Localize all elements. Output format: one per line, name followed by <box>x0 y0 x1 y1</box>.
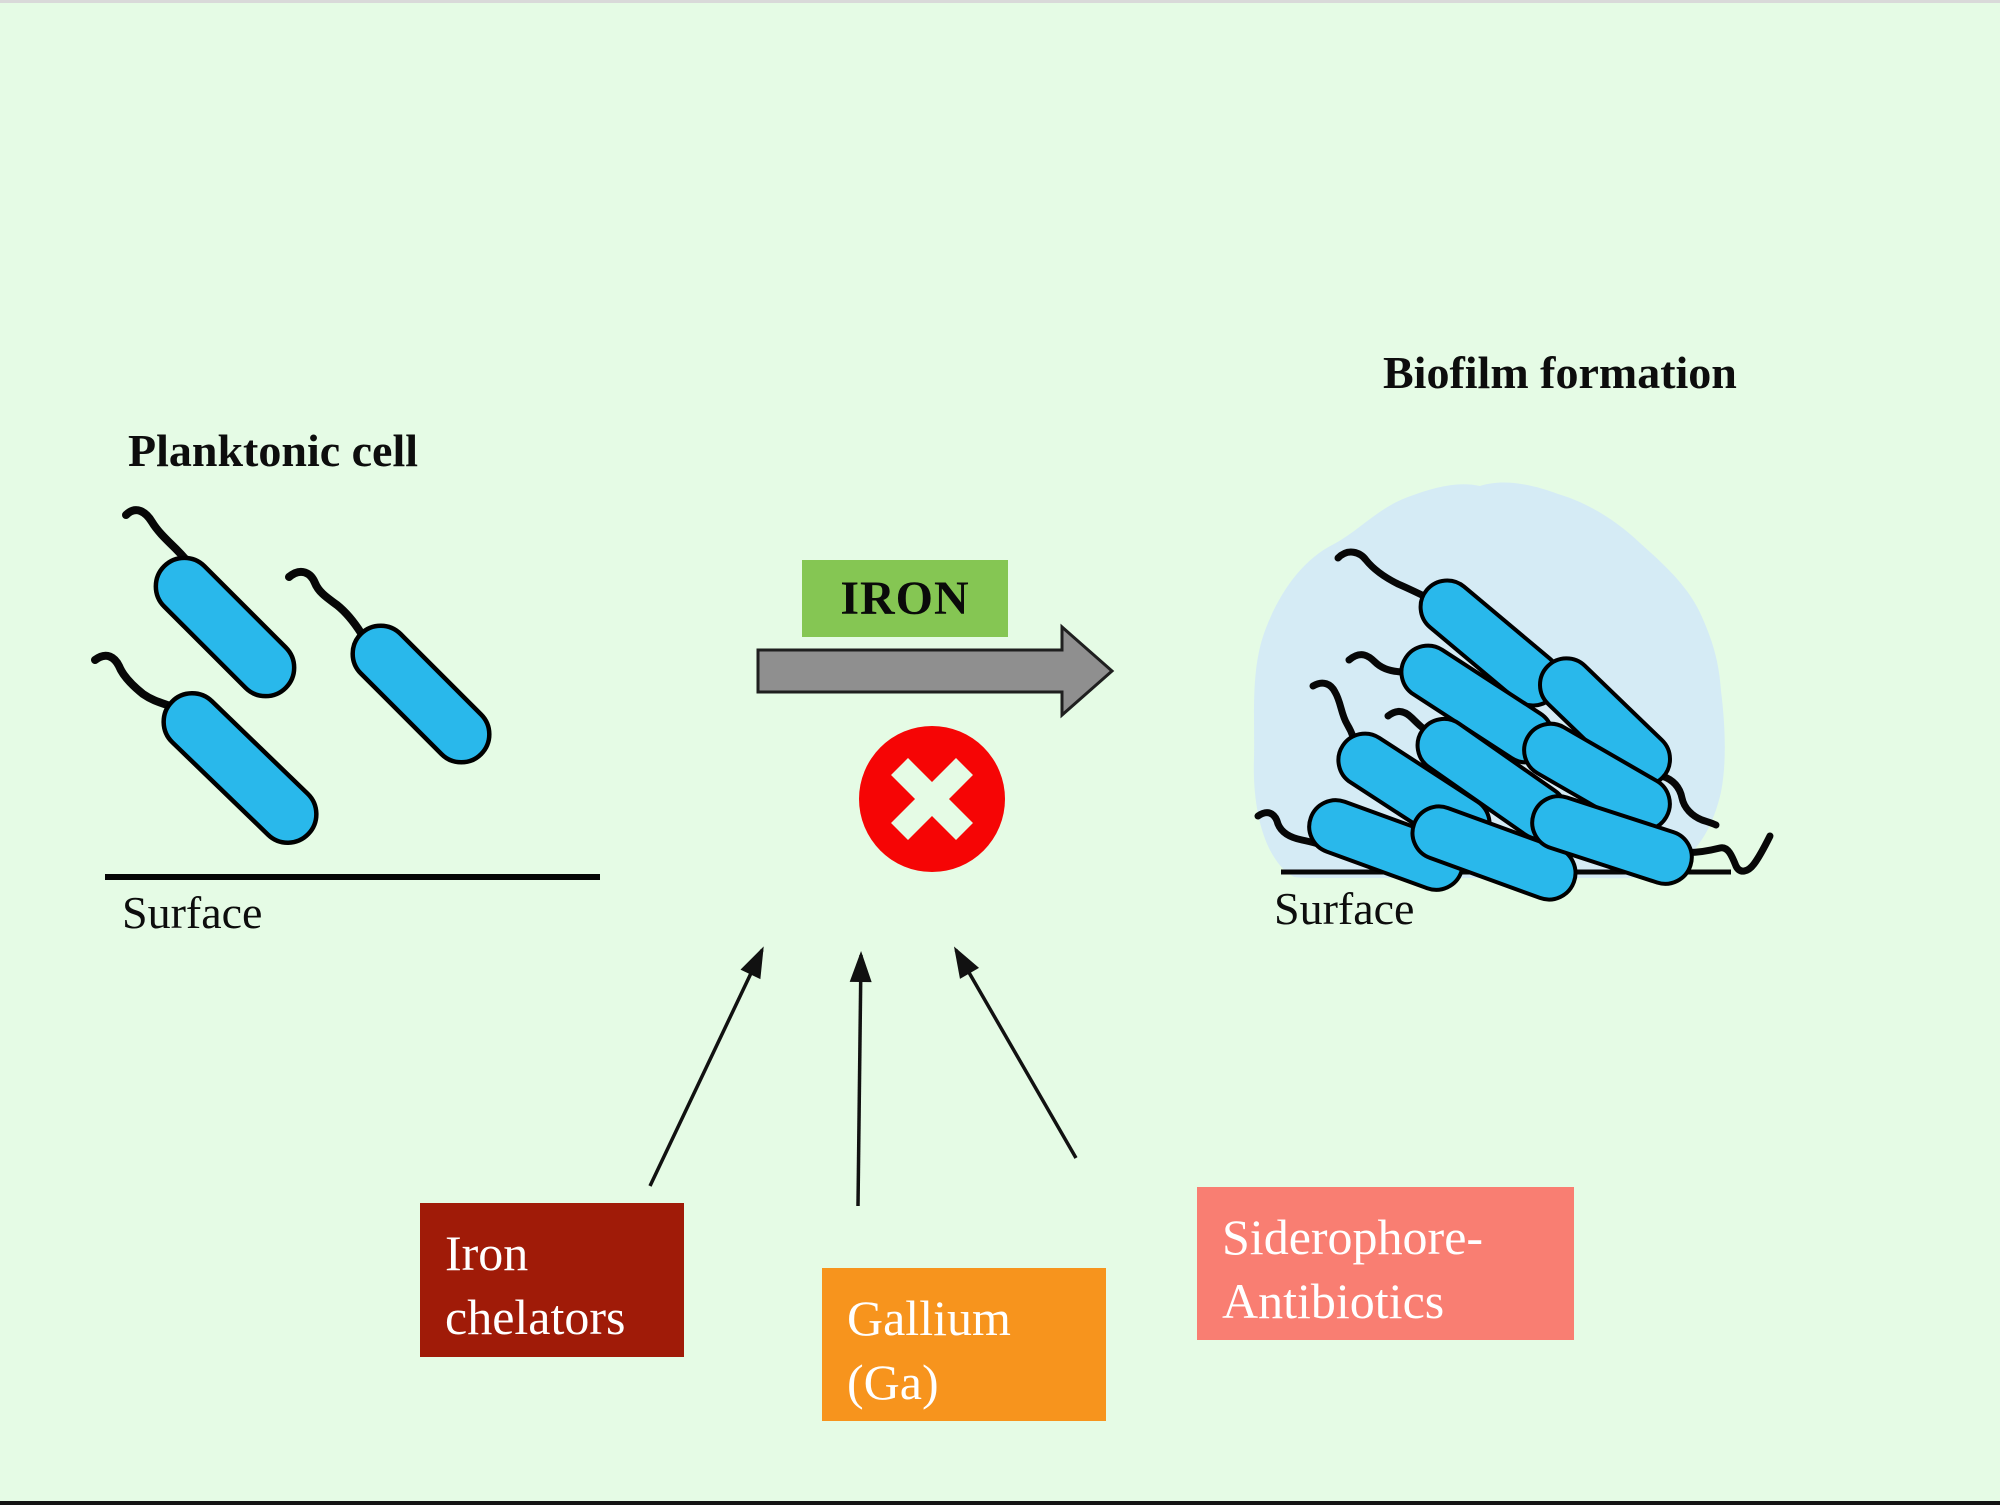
iron-chelators-label-line2: chelators <box>445 1289 626 1345</box>
biofilm-illustration <box>1253 482 1774 902</box>
iron-label: IRON <box>840 572 970 625</box>
arrow-gallium-to-blocked-icon <box>849 951 872 1207</box>
bacterium-rod <box>153 555 297 699</box>
screenshot-top-border <box>0 0 2000 3</box>
flagellum <box>285 567 365 637</box>
flagellum <box>1658 772 1720 829</box>
iron-flow-arrow <box>756 623 1115 719</box>
planktonic-cell-title: Planktonic cell <box>128 425 419 476</box>
gallium-label-line2: (Ga) <box>847 1354 939 1410</box>
blocked-cross-icon <box>859 726 1005 872</box>
siderophore-label-line1: Siderophore- <box>1222 1209 1484 1265</box>
inhibitor-arrows <box>648 946 1078 1207</box>
flagellum <box>1334 548 1440 606</box>
surface-label-right: Surface <box>1274 883 1415 934</box>
bacterium-rod <box>161 691 319 845</box>
arrow-iron-chelators-to-blocked-icon <box>648 946 764 1187</box>
bacterium-rod <box>1522 721 1672 833</box>
iron-chelators-box: Iron chelators <box>420 1203 684 1357</box>
flagellum <box>91 651 177 711</box>
screenshot-bottom-border <box>0 1501 2000 1505</box>
planktonic-cells-illustration <box>91 506 492 845</box>
gallium-label-line1: Gallium <box>847 1290 1011 1346</box>
iron-chelators-label-line1: Iron <box>445 1225 529 1281</box>
biofilm-formation-title: Biofilm formation <box>1383 347 1737 398</box>
siderophore-label-line2: Antibiotics <box>1222 1273 1445 1329</box>
arrow-siderophore-to-blocked-icon <box>954 946 1078 1159</box>
iron-box: IRON <box>802 560 1008 637</box>
bacterium-rod <box>1307 798 1465 892</box>
flagellum <box>1675 832 1774 875</box>
gallium-box: Gallium (Ga) <box>822 1268 1106 1421</box>
bacterium-rod <box>1530 794 1694 886</box>
bacterium-rod <box>1410 804 1578 902</box>
surface-label-left: Surface <box>122 887 263 938</box>
bacterium-rod <box>350 623 492 765</box>
siderophore-antibiotics-box: Siderophore- Antibiotics <box>1197 1187 1574 1340</box>
